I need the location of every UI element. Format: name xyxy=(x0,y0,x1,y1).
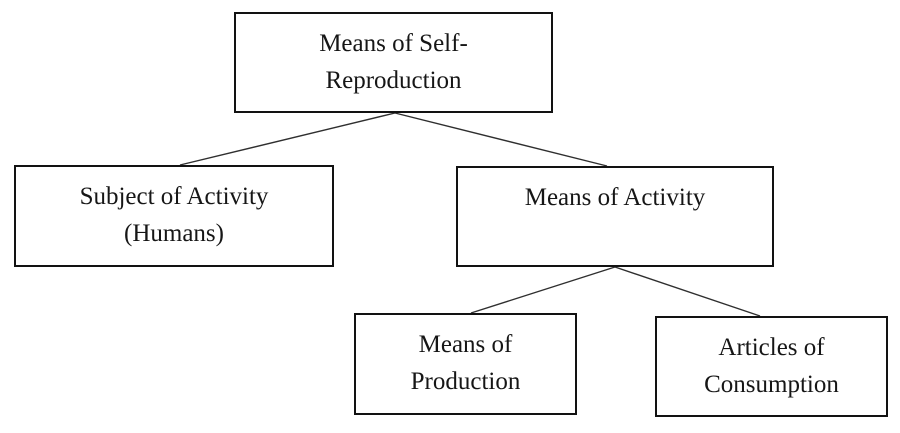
node-means-of-self-reproduction: Means of Self- Reproduction xyxy=(234,12,553,113)
node-label-line: Means of Self- xyxy=(319,30,468,57)
node-label-line: Means of xyxy=(418,331,513,358)
node-means-of-activity: Means of Activity xyxy=(456,166,774,267)
node-label-line: Subject of Activity xyxy=(79,183,269,210)
edge-activity-production xyxy=(470,266,616,314)
node-label-line: Articles of xyxy=(718,334,825,361)
node-label-line: Consumption xyxy=(704,371,839,398)
node-subject-of-activity: Subject of Activity (Humans) xyxy=(14,165,334,267)
node-label-line: (Humans) xyxy=(124,220,224,247)
node-means-of-production: Means of Production xyxy=(354,313,577,415)
node-label-line: Reproduction xyxy=(325,67,462,94)
node-articles-of-consumption: Articles of Consumption xyxy=(655,316,888,417)
edge-root-activity xyxy=(394,112,608,167)
edge-root-subject xyxy=(179,112,396,166)
edge-activity-consumption xyxy=(614,266,761,317)
node-label-line: Means of Activity xyxy=(524,184,706,211)
node-label-line: Production xyxy=(410,368,521,395)
